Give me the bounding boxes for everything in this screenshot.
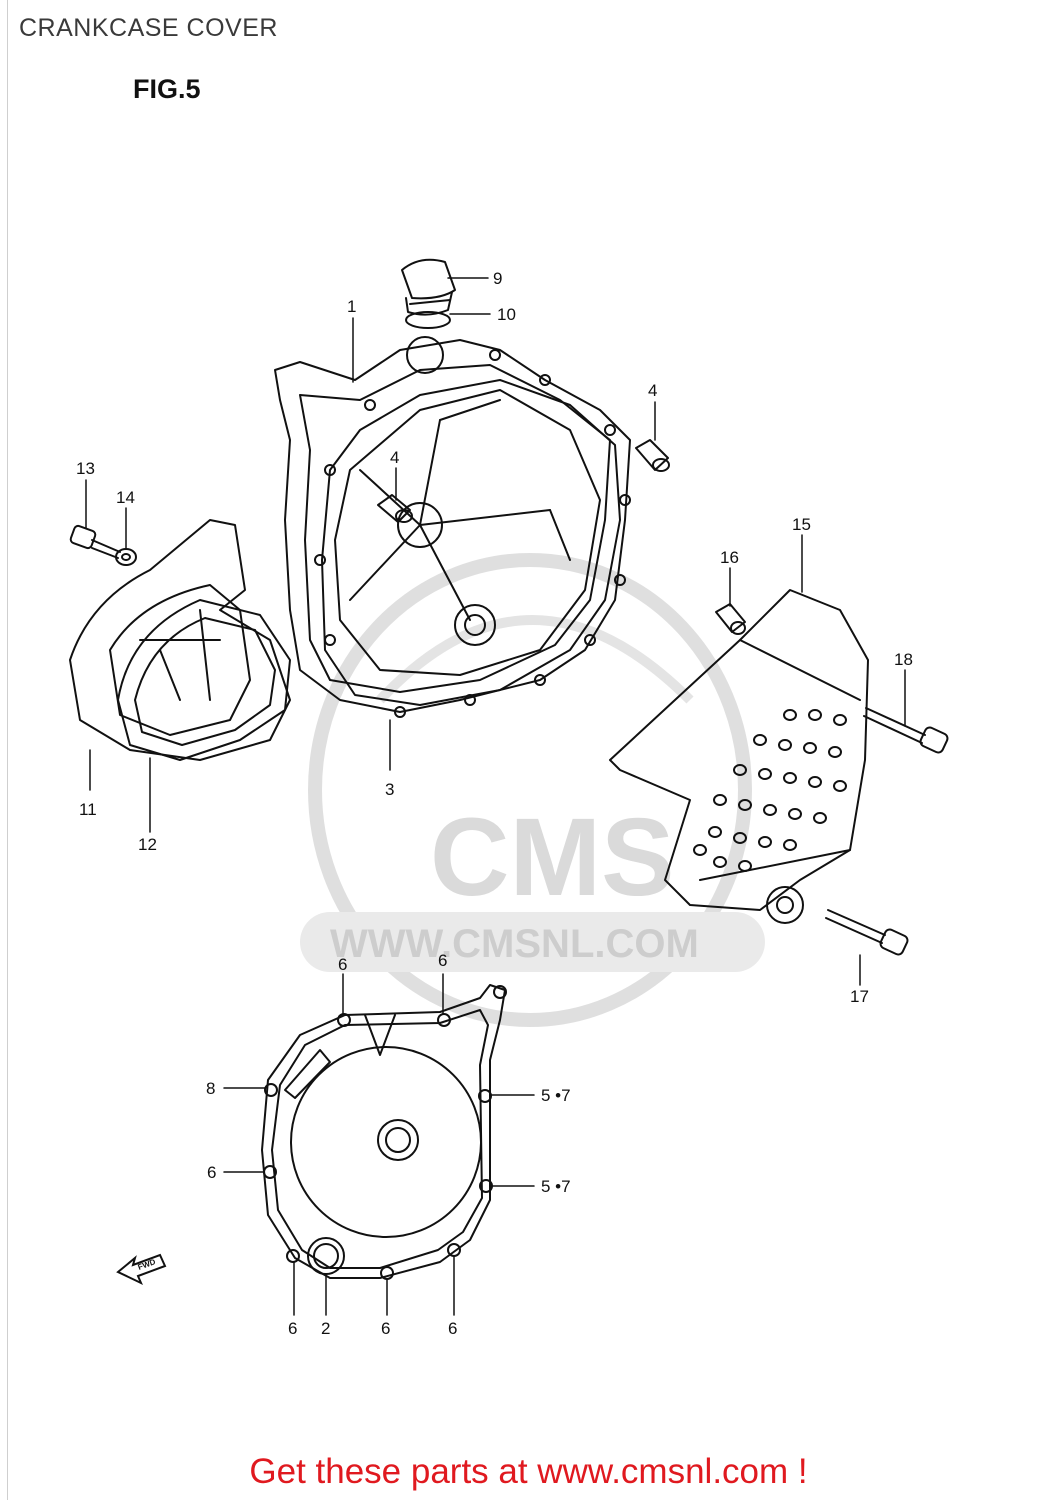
collar-16 xyxy=(715,603,746,635)
exploded-parts-diagram: CMS WWW.CMSNL.COM xyxy=(69,258,949,1338)
callout-5-7-upper: 5 •7 xyxy=(541,1086,571,1105)
callout-4-inner: 4 xyxy=(390,448,399,467)
generator-cover-bolt-holes xyxy=(263,1013,493,1280)
callout-10: 10 xyxy=(497,305,516,324)
callout-17: 17 xyxy=(850,987,869,1006)
washer-14 xyxy=(115,548,137,566)
forward-direction-arrow: FWD xyxy=(116,1253,167,1286)
callout-6-bottom-left: 6 xyxy=(288,1319,297,1338)
perforated-guard xyxy=(609,589,869,924)
callout-6-bottom-mid: 6 xyxy=(381,1319,390,1338)
callout-13: 13 xyxy=(76,459,95,478)
cms-watermark: CMS WWW.CMSNL.COM xyxy=(300,553,765,1027)
callout-4-right: 4 xyxy=(648,381,657,400)
callout-2: 2 xyxy=(321,1319,330,1338)
clutch-cover xyxy=(274,336,631,718)
callout-8: 8 xyxy=(206,1079,215,1098)
small-cover xyxy=(69,519,291,761)
callout-6-bottom-right: 6 xyxy=(448,1319,457,1338)
callout-5-7-lower: 5 •7 xyxy=(541,1177,571,1196)
callout-14: 14 xyxy=(116,488,135,507)
callout-12: 12 xyxy=(138,835,157,854)
callout-16: 16 xyxy=(720,548,739,567)
callout-1: 1 xyxy=(347,297,356,316)
callout-leader-lines xyxy=(85,277,906,1316)
dowel-pin-inner xyxy=(377,494,413,523)
small-cover-gasket xyxy=(117,599,291,761)
cover-gasket xyxy=(321,379,621,706)
dowel-pin-right xyxy=(635,439,670,472)
page-edge-rule xyxy=(7,0,8,1500)
oil-filler-cap xyxy=(401,258,456,316)
callout-18: 18 xyxy=(894,650,913,669)
generator-cover xyxy=(261,984,507,1279)
bolt-17 xyxy=(825,909,909,956)
bolt-18 xyxy=(863,707,949,754)
guard-vent-holes xyxy=(693,709,847,872)
watermark-brand: CMS xyxy=(430,796,674,919)
o-ring xyxy=(405,311,451,329)
figure-label: FIG.5 xyxy=(133,74,201,104)
callout-15: 15 xyxy=(792,515,811,534)
page-title: CRANKCASE COVER xyxy=(19,14,278,42)
callout-numbers: 9 10 1 4 4 13 14 15 16 18 11 12 3 17 6 6… xyxy=(76,269,913,1338)
callout-6-top-right: 6 xyxy=(438,951,447,970)
bolt-13 xyxy=(69,524,121,559)
callout-6-left: 6 xyxy=(207,1163,216,1182)
callout-11: 11 xyxy=(79,800,97,819)
callout-6-top-left: 6 xyxy=(338,955,347,974)
callout-9: 9 xyxy=(493,269,502,288)
callout-3: 3 xyxy=(385,780,394,799)
watermark-url: WWW.CMSNL.COM xyxy=(330,922,699,966)
footer-parts-link[interactable]: Get these parts at www.cmsnl.com ! xyxy=(249,1452,808,1491)
